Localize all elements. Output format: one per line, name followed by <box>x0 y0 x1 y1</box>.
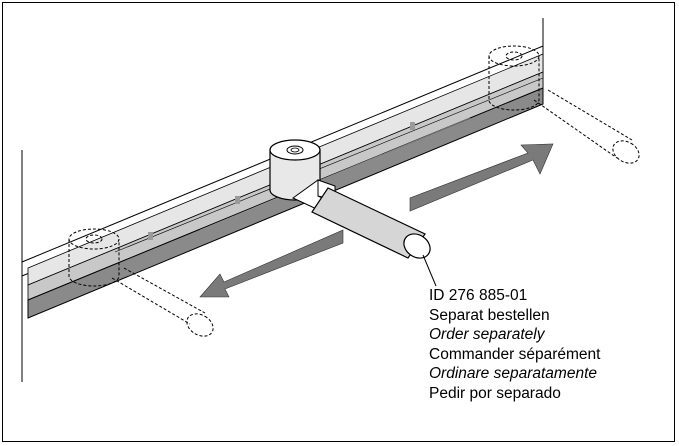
caption-french: Commander séparément <box>429 345 601 363</box>
arrow-right <box>409 143 554 212</box>
caption-italian: Ordinare separatamente <box>429 365 598 383</box>
caption-english: Order separately <box>429 326 545 344</box>
caption-spanish: Pedir por separado <box>429 384 561 402</box>
order-caption: ID 276 885-01 Separat bestellen Order se… <box>429 286 600 404</box>
dashed-mount-left <box>68 228 214 337</box>
handle-rod <box>311 187 431 259</box>
caption-german: Separat bestellen <box>429 306 550 324</box>
part-id: ID 276 885-01 <box>429 287 528 304</box>
leader-line <box>422 254 437 287</box>
arrow-left <box>199 229 344 298</box>
dashed-mount-right <box>488 45 640 164</box>
